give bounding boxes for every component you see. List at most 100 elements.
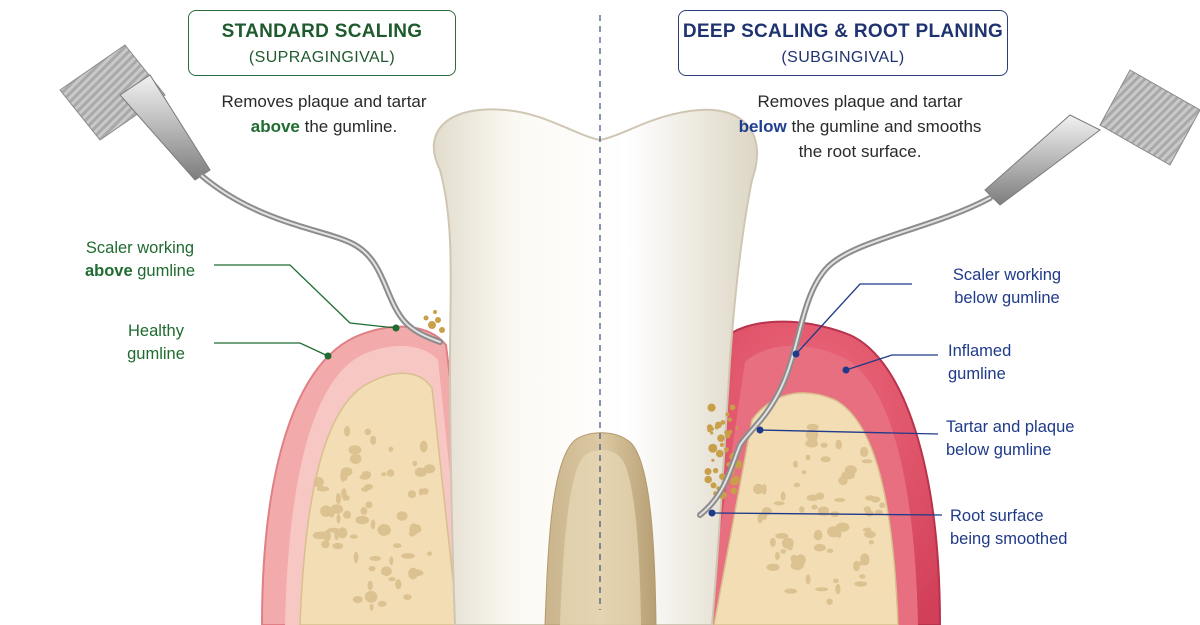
label-inflamed-line2: gumline <box>948 365 1006 383</box>
tartar-speck <box>719 442 725 447</box>
bone-pore <box>409 523 419 536</box>
bone-pore <box>327 527 341 533</box>
bone-pore <box>865 510 874 517</box>
bone-pore <box>811 504 818 510</box>
left-subtitle: (SUPRAGINGIVAL) <box>248 49 396 66</box>
bone-pore <box>773 501 785 506</box>
bone-pore <box>775 533 789 539</box>
label-scaler-above-line1: Scaler working <box>85 239 195 257</box>
tartar-speck <box>712 467 719 474</box>
bone-pore <box>381 524 387 530</box>
bone-pore <box>834 497 846 502</box>
bone-pore <box>388 577 396 582</box>
bone-pore <box>419 440 428 453</box>
bone-pore <box>361 487 369 492</box>
label-scaler-above-emph: above <box>84 262 133 280</box>
tooth <box>432 108 758 625</box>
bone-pore <box>364 428 372 436</box>
bone-pore <box>348 445 362 455</box>
bone-pore <box>396 511 408 521</box>
bone-pore <box>377 524 391 536</box>
bone-pore <box>757 513 763 524</box>
bone-pore <box>365 501 373 509</box>
bone-pore <box>340 469 346 482</box>
left-desc-line2: the gumline. <box>299 117 398 136</box>
left-bone <box>299 372 459 625</box>
bone-pore <box>774 551 780 561</box>
bone-pore <box>815 587 829 592</box>
right-desc-line1: Removes plaque and tartar <box>757 92 963 111</box>
bone-pore <box>784 588 797 594</box>
bone-pore <box>337 527 348 539</box>
tartar-speck <box>728 429 733 434</box>
bone-pore <box>799 506 805 513</box>
tartar-speck <box>710 427 714 431</box>
right-leaders <box>708 283 943 517</box>
bone-pore <box>793 482 801 488</box>
left-leaders <box>214 264 400 360</box>
bone-pore <box>790 561 804 571</box>
tartar-speck <box>731 475 740 484</box>
tartar-speck <box>708 443 718 453</box>
bone-pore <box>369 603 374 611</box>
bone-pore <box>860 446 869 457</box>
label-healthy-gumline: Healthy gumline <box>100 320 212 366</box>
bone-pore <box>870 496 881 503</box>
bone-pore <box>817 506 830 515</box>
left-tartar <box>423 310 445 333</box>
bone-pore <box>793 460 798 468</box>
label-tartar-line1: Tartar and plaque <box>946 418 1075 436</box>
bone-pore <box>790 554 798 563</box>
bone-pore <box>335 493 341 505</box>
tartar-speck <box>717 434 725 443</box>
tartar-speck <box>704 475 712 484</box>
label-healthy-line1: Healthy <box>128 322 184 340</box>
bone-pore <box>854 581 868 587</box>
tartar-speck <box>729 404 736 411</box>
label-scaler-above: Scaler working above gumline <box>60 237 220 283</box>
tartar-speck <box>735 426 739 430</box>
bone-pore <box>401 553 415 559</box>
bone-pore <box>769 537 776 548</box>
tartar-speck <box>725 412 730 417</box>
bone-pore <box>321 540 330 549</box>
bone-pore <box>381 472 387 477</box>
bone-pore <box>820 442 828 448</box>
bone-pore <box>826 548 834 554</box>
tartar-speck <box>724 447 729 453</box>
bone-pore <box>762 483 767 495</box>
label-root-smoothed: Root surface being smoothed <box>950 505 1110 551</box>
bone-pore <box>412 460 418 467</box>
bone-pore <box>367 580 373 591</box>
bone-pore <box>826 598 833 605</box>
label-scaler-below: Scaler working below gumline <box>922 264 1092 310</box>
bone-pore <box>323 530 331 542</box>
bone-pore <box>349 534 358 539</box>
right-desc-line3: the root surface. <box>798 142 922 161</box>
bone-pore <box>833 578 839 584</box>
tartar-speck <box>710 431 714 435</box>
tartar-speck <box>714 425 719 430</box>
bone-pore <box>835 583 841 595</box>
bone-pore <box>875 509 883 515</box>
bone-pore <box>787 541 793 551</box>
bone-pore <box>370 519 376 530</box>
bone-pore <box>859 574 866 579</box>
label-tartar-below: Tartar and plaque below gumline <box>946 416 1116 462</box>
bone-pore <box>879 502 886 509</box>
bone-pore <box>370 435 377 445</box>
bone-pore <box>407 490 417 499</box>
bone-pore <box>835 439 843 450</box>
bone-pore <box>862 527 872 532</box>
bone-pore <box>780 549 787 554</box>
bone-pore <box>815 492 825 500</box>
left-desc-line1: Removes plaque and tartar <box>221 92 427 111</box>
bone-pore <box>805 454 811 461</box>
bone-pore <box>427 551 432 556</box>
tartar-speck <box>727 417 733 422</box>
bone-pore <box>349 453 362 464</box>
right-title: DEEP SCALING & ROOT PLANING <box>682 21 1004 42</box>
bone-pore <box>835 522 850 532</box>
bone-pore <box>860 553 870 566</box>
